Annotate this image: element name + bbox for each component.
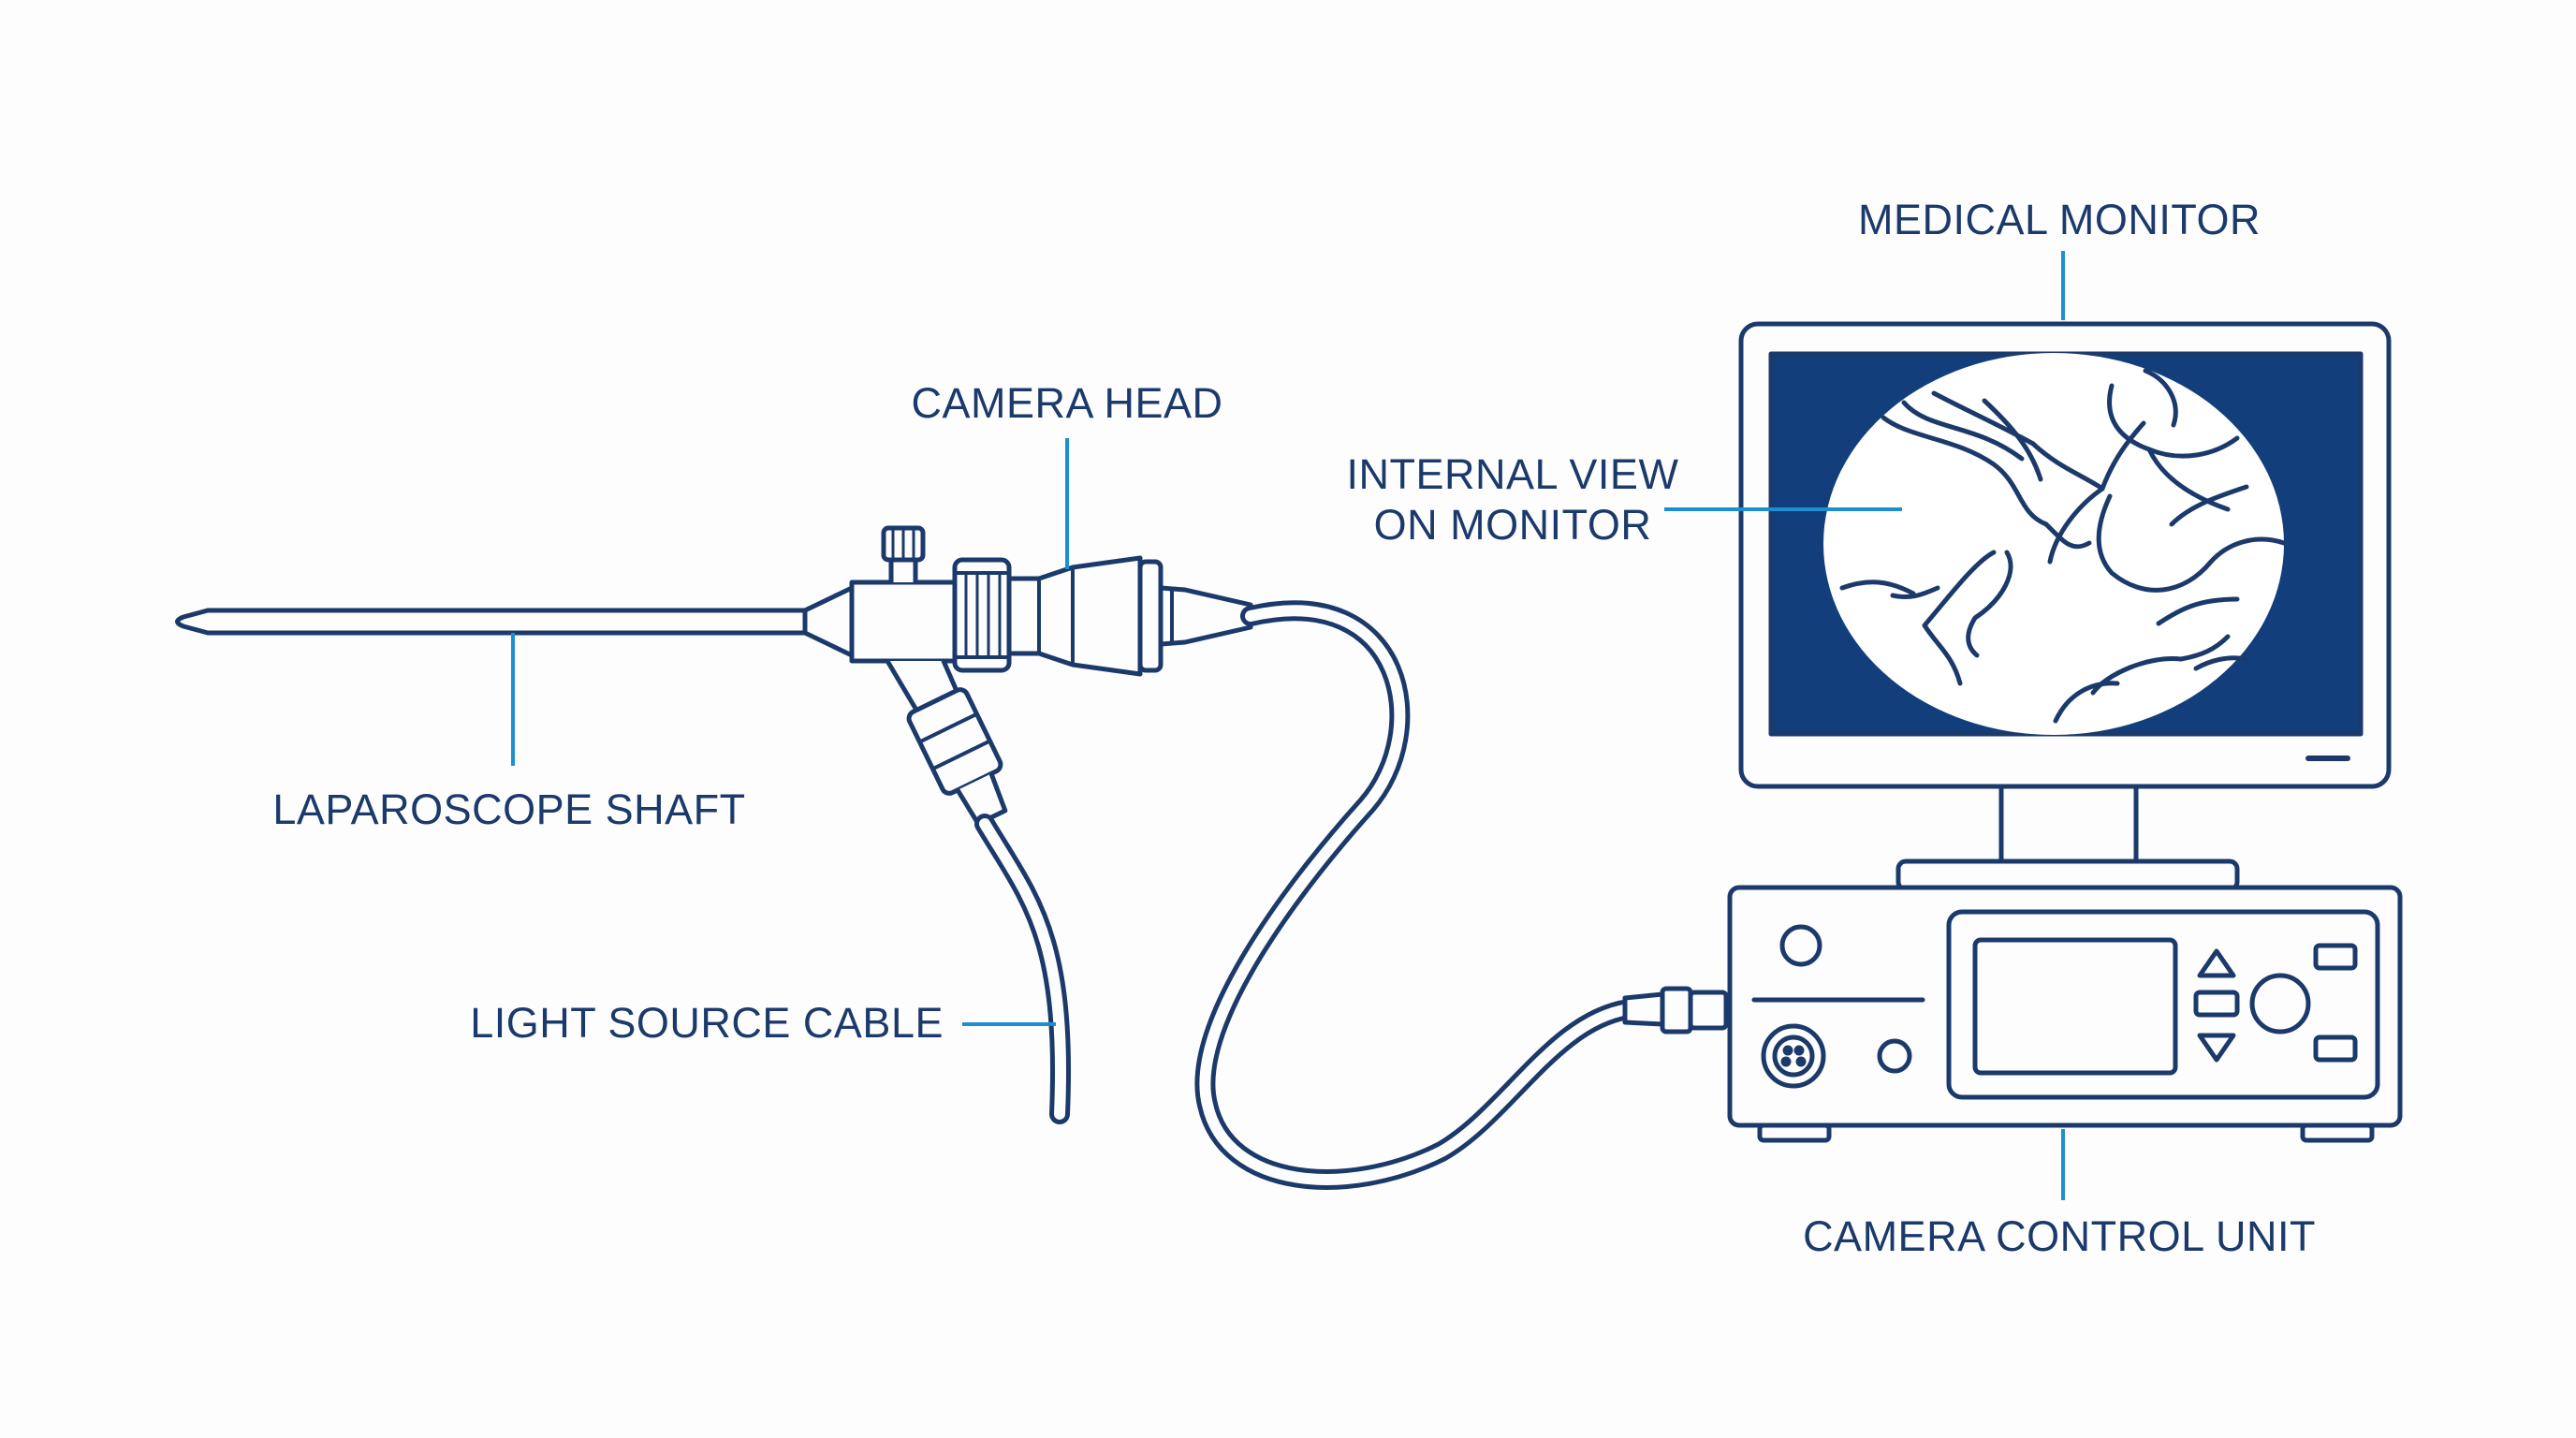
down-arrow-icon: [2197, 1033, 2236, 1063]
ccu-cable-plug: [1622, 986, 1729, 1034]
up-arrow-icon: [2197, 948, 2236, 978]
ccu-display: [1972, 937, 2178, 1076]
light-connector: [906, 687, 1008, 827]
shaft-collar: [802, 585, 855, 658]
ccu-foot-right: [2300, 1123, 2375, 1143]
camera-cable: [1194, 600, 1639, 1190]
ccu-control-panel: [1946, 909, 2380, 1100]
camera-port: [1761, 1023, 1826, 1089]
monitor-stand: [1998, 786, 2139, 863]
label-internal-view-line2: ON MONITOR: [1374, 501, 1652, 549]
label-camera-head: CAMERA HEAD: [911, 379, 1222, 427]
scope-body: [849, 580, 958, 664]
ccu-foot-left: [1757, 1123, 1832, 1143]
internal-view: [1823, 353, 2287, 735]
leader-lines: [511, 251, 2065, 1200]
ccu-chassis: [1727, 885, 2403, 1128]
light-source-cable: [974, 814, 1071, 1124]
control-knob: [2249, 973, 2311, 1034]
camera-control-unit: [1727, 885, 2403, 1143]
laparoscope-shaft: [175, 608, 808, 636]
label-light-source-cable: LIGHT SOURCE CABLE: [470, 999, 944, 1047]
select-button: [2193, 990, 2240, 1018]
laparoscope: [175, 525, 1253, 827]
label-laparoscope-shaft: LAPAROSCOPE SHAFT: [272, 785, 745, 833]
indicator-light: [1877, 1038, 1912, 1074]
menu-button-top: [2313, 943, 2358, 971]
label-camera-control-unit: CAMERA CONTROL UNIT: [1803, 1212, 2316, 1260]
label-medical-monitor: MEDICAL MONITOR: [1858, 196, 2261, 243]
label-internal-view-line1: INTERNAL VIEW: [1347, 450, 1679, 498]
cable-boot: [1158, 585, 1253, 647]
power-button: [1779, 924, 1822, 967]
menu-button-bottom: [2313, 1034, 2358, 1063]
